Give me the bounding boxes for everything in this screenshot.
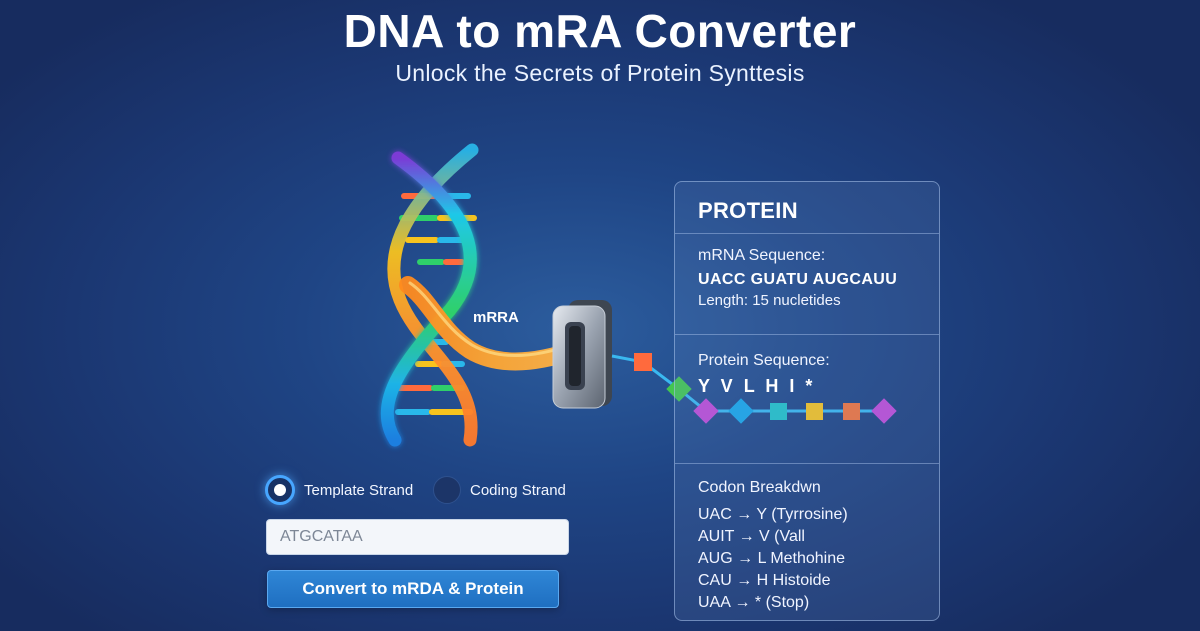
codon-item: CAU → H Histoide [698, 572, 831, 589]
panel-divider [675, 233, 939, 234]
amino-acid-bead [728, 398, 754, 424]
codon-item: AUG → L Methohine [698, 550, 846, 567]
dna-sequence-input[interactable] [266, 519, 569, 555]
page-subtitle: Unlock the Secrets of Protein Synttesis [395, 60, 805, 86]
amino-acid-bead [843, 403, 860, 420]
codon-item: UAC → Y (Tyrrosine) [698, 506, 848, 523]
protein-heading: Protein Sequence: [698, 352, 830, 369]
template-strand-radio[interactable]: Template Strand [265, 475, 413, 505]
amino-acid-bead [634, 353, 652, 371]
amino-acid-bead [693, 398, 719, 424]
radio-unselected-indicator [433, 476, 461, 504]
panel-divider [675, 463, 939, 464]
panel-divider [675, 334, 939, 335]
codon-heading: Codon Breakdwn [698, 479, 821, 496]
panel-title: PROTEIN [698, 198, 798, 223]
amino-acid-bead [871, 398, 897, 424]
mrna-heading: mRNA Sequence: [698, 247, 826, 264]
coding-strand-label: Coding Strand [470, 481, 566, 499]
mrna-length: Length: 15 nucletides [698, 292, 841, 309]
codon-breakdown-list: UAC → Y (Tyrrosine) AUIT → V (Vall AUG →… [698, 504, 848, 614]
mrna-ribbon [399, 276, 584, 371]
coding-strand-radio[interactable]: Coding Strand [433, 476, 566, 504]
amino-acid-bead [770, 403, 787, 420]
convert-button[interactable]: Convert to mRDA & Protein [267, 570, 559, 608]
dna-strand-back [387, 143, 479, 447]
mrna-sequence: UACC GUATU AUGCAUU [698, 271, 898, 288]
page-title: DNA to mRA Converter [343, 5, 857, 57]
codon-item: AUIT → V (Vall [698, 528, 805, 545]
template-strand-label: Template Strand [304, 481, 414, 499]
protein-sequence: Y V L H I * [698, 376, 816, 396]
protein-panel: PROTEIN mRNA Sequence: UACC GUATU AUGCAU… [674, 181, 940, 621]
radio-selected-indicator [265, 475, 295, 505]
amino-acid-bead [806, 403, 823, 420]
dna-strand-front [380, 151, 477, 447]
amino-acid-bead [666, 376, 692, 402]
mrna-label: mRRA [473, 309, 519, 326]
peptide-chain [611, 353, 897, 424]
codon-item: UAA → * (Stop) [698, 594, 810, 611]
ribosome [552, 300, 612, 409]
radio-dot [274, 484, 286, 496]
dna-base-pairs [395, 193, 477, 415]
mrna-ribbon-highlight [408, 281, 576, 358]
